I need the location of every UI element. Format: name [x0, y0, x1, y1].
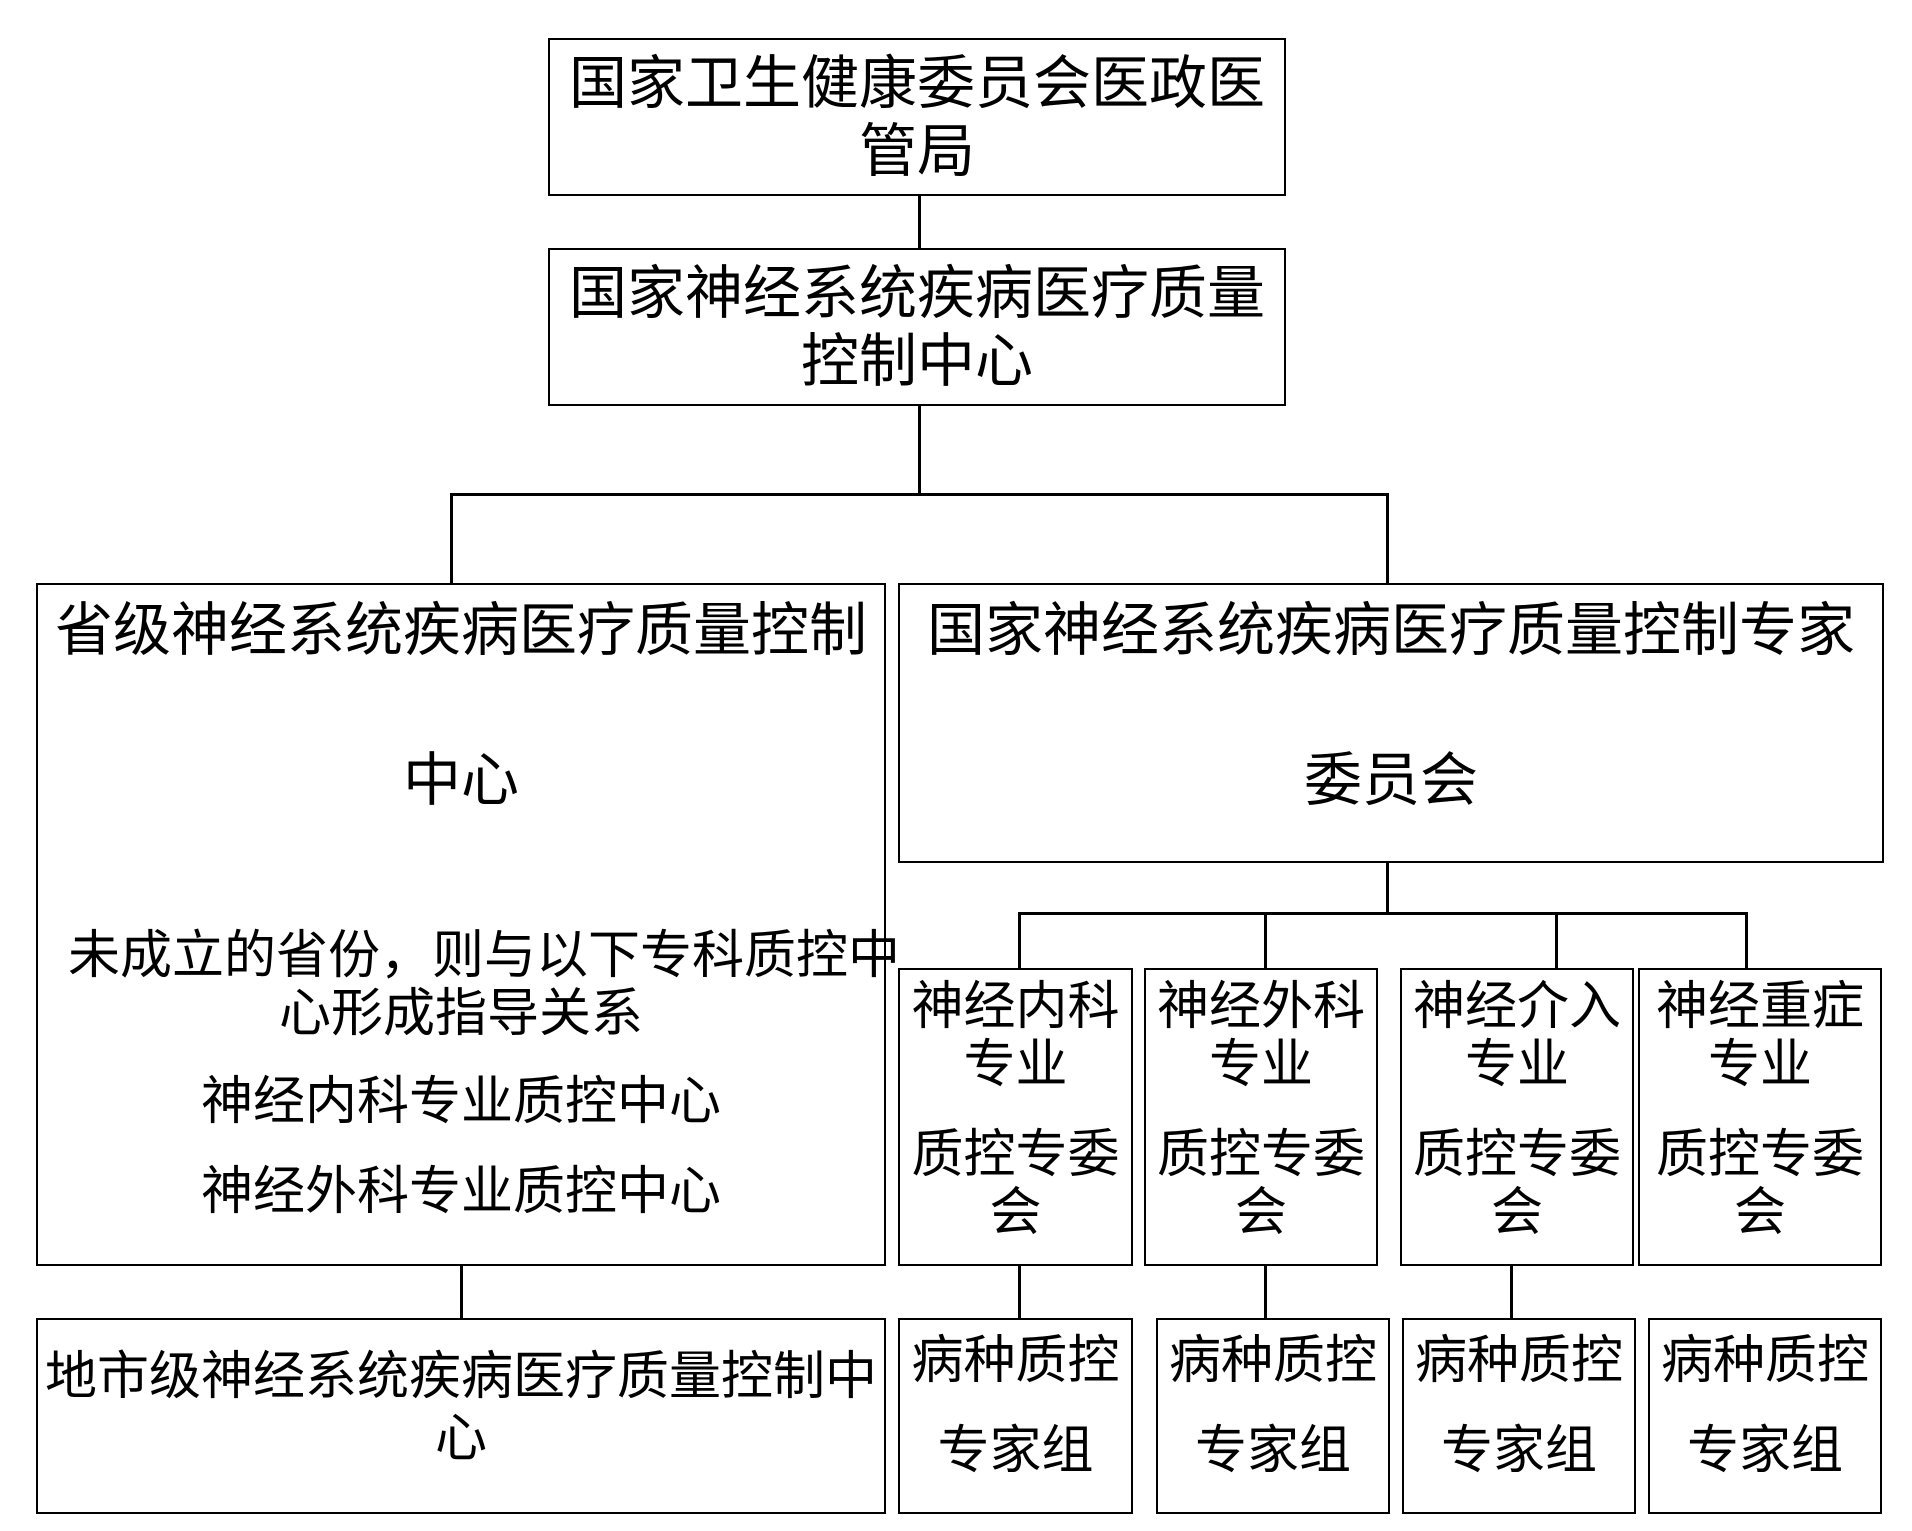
- node-expert-committee-line2: 委员会: [1303, 746, 1478, 814]
- node-provincial-title-line2: 中心: [402, 746, 519, 814]
- connector-bureau-to-national: [918, 196, 921, 248]
- subcommittee-line1: 神经内科: [911, 977, 1120, 1037]
- connector-to-sub-1: [1018, 912, 1021, 968]
- connector-committee-down: [1386, 863, 1389, 915]
- connector-to-provincial: [450, 493, 453, 583]
- subcommittee-line3: 质控专委: [911, 1125, 1120, 1185]
- subcommittee-line2: 专业: [963, 1035, 1068, 1095]
- subcommittee-line2: 专业: [1208, 1035, 1313, 1095]
- expert-group-line1: 病种质控: [1414, 1331, 1623, 1391]
- node-bureau-line1: 国家卫生健康委员会医政医: [568, 49, 1265, 117]
- expert-group-line1: 病种质控: [1168, 1331, 1377, 1391]
- node-expert-group-4: 病种质控 专家组: [1648, 1318, 1882, 1514]
- node-subcommittee-critical-care: 神经重症 专业 质控专委 会: [1638, 968, 1882, 1266]
- subcommittee-line4: 会: [989, 1183, 1042, 1243]
- node-subcommittee-neurology: 神经内科 专业 质控专委 会: [898, 968, 1133, 1266]
- node-provincial-item-neurology: 神经内科专业质控中心: [200, 1072, 721, 1132]
- subcommittee-line4: 会: [1490, 1183, 1543, 1243]
- node-provincial-note-line1: 未成立的省份，则与以下专科质控中: [68, 926, 901, 986]
- node-national-center-line1: 国家神经系统疾病医疗质量: [568, 259, 1265, 327]
- connector-sub-branch: [1018, 912, 1748, 915]
- connector-top-branch: [450, 493, 1388, 496]
- node-expert-group-1: 病种质控 专家组: [898, 1318, 1133, 1514]
- connector-to-sub-4: [1745, 912, 1748, 968]
- node-provincial-item-neurosurgery: 神经外科专业质控中心: [200, 1162, 721, 1222]
- connector-sub1-to-group1: [1018, 1266, 1021, 1318]
- expert-group-line2: 专家组: [1194, 1421, 1351, 1481]
- expert-group-line1: 病种质控: [911, 1331, 1120, 1391]
- node-bureau-line2: 管局: [858, 117, 975, 185]
- expert-group-line1: 病种质控: [1660, 1331, 1869, 1391]
- node-provincial-title-line1: 省级神经系统疾病医疗质量控制: [54, 596, 867, 664]
- expert-group-line2: 专家组: [1686, 1421, 1843, 1481]
- node-subcommittee-neurosurgery: 神经外科 专业 质控专委 会: [1144, 968, 1378, 1266]
- connector-to-sub-2: [1264, 912, 1267, 968]
- connector-sub2-to-group2: [1264, 1266, 1267, 1318]
- node-expert-group-2: 病种质控 专家组: [1156, 1318, 1390, 1514]
- subcommittee-line2: 专业: [1464, 1035, 1569, 1095]
- expert-group-line2: 专家组: [1440, 1421, 1597, 1481]
- connector-provincial-to-city: [460, 1266, 463, 1318]
- subcommittee-line1: 神经外科: [1156, 977, 1365, 1037]
- subcommittee-line3: 质控专委: [1156, 1125, 1365, 1185]
- subcommittee-line1: 神经介入: [1412, 977, 1621, 1037]
- node-expert-committee-line1: 国家神经系统疾病医疗质量控制专家: [926, 596, 1855, 664]
- node-provincial-center: 省级神经系统疾病医疗质量控制 中心 未成立的省份，则与以下专科质控中 心形成指导…: [36, 583, 901, 1266]
- subcommittee-line1: 神经重症: [1655, 977, 1864, 1037]
- node-national-center: 国家神经系统疾病医疗质量 控制中心: [548, 248, 1286, 406]
- node-city-center-line1: 地市级神经系统疾病医疗质量控制中: [44, 1347, 877, 1407]
- node-city-center: 地市级神经系统疾病医疗质量控制中 心: [36, 1318, 886, 1514]
- connector-to-committee: [1386, 493, 1389, 583]
- expert-group-line2: 专家组: [937, 1421, 1094, 1481]
- connector-sub3-to-group3: [1510, 1266, 1513, 1318]
- node-expert-group-3: 病种质控 专家组: [1402, 1318, 1636, 1514]
- node-national-center-line2: 控制中心: [800, 327, 1033, 395]
- connector-national-down: [918, 406, 921, 496]
- subcommittee-line4: 会: [1733, 1183, 1786, 1243]
- subcommittee-line3: 质控专委: [1412, 1125, 1621, 1185]
- node-provincial-note-line2: 心形成指导关系: [278, 984, 643, 1044]
- node-city-center-line2: 心: [434, 1409, 487, 1469]
- node-subcommittee-intervention: 神经介入 专业 质控专委 会: [1400, 968, 1634, 1266]
- connector-to-sub-3: [1555, 912, 1558, 968]
- subcommittee-line3: 质控专委: [1655, 1125, 1864, 1185]
- subcommittee-line4: 会: [1234, 1183, 1287, 1243]
- node-bureau: 国家卫生健康委员会医政医 管局: [548, 38, 1286, 196]
- node-expert-committee: 国家神经系统疾病医疗质量控制专家 委员会: [898, 583, 1884, 863]
- subcommittee-line2: 专业: [1707, 1035, 1812, 1095]
